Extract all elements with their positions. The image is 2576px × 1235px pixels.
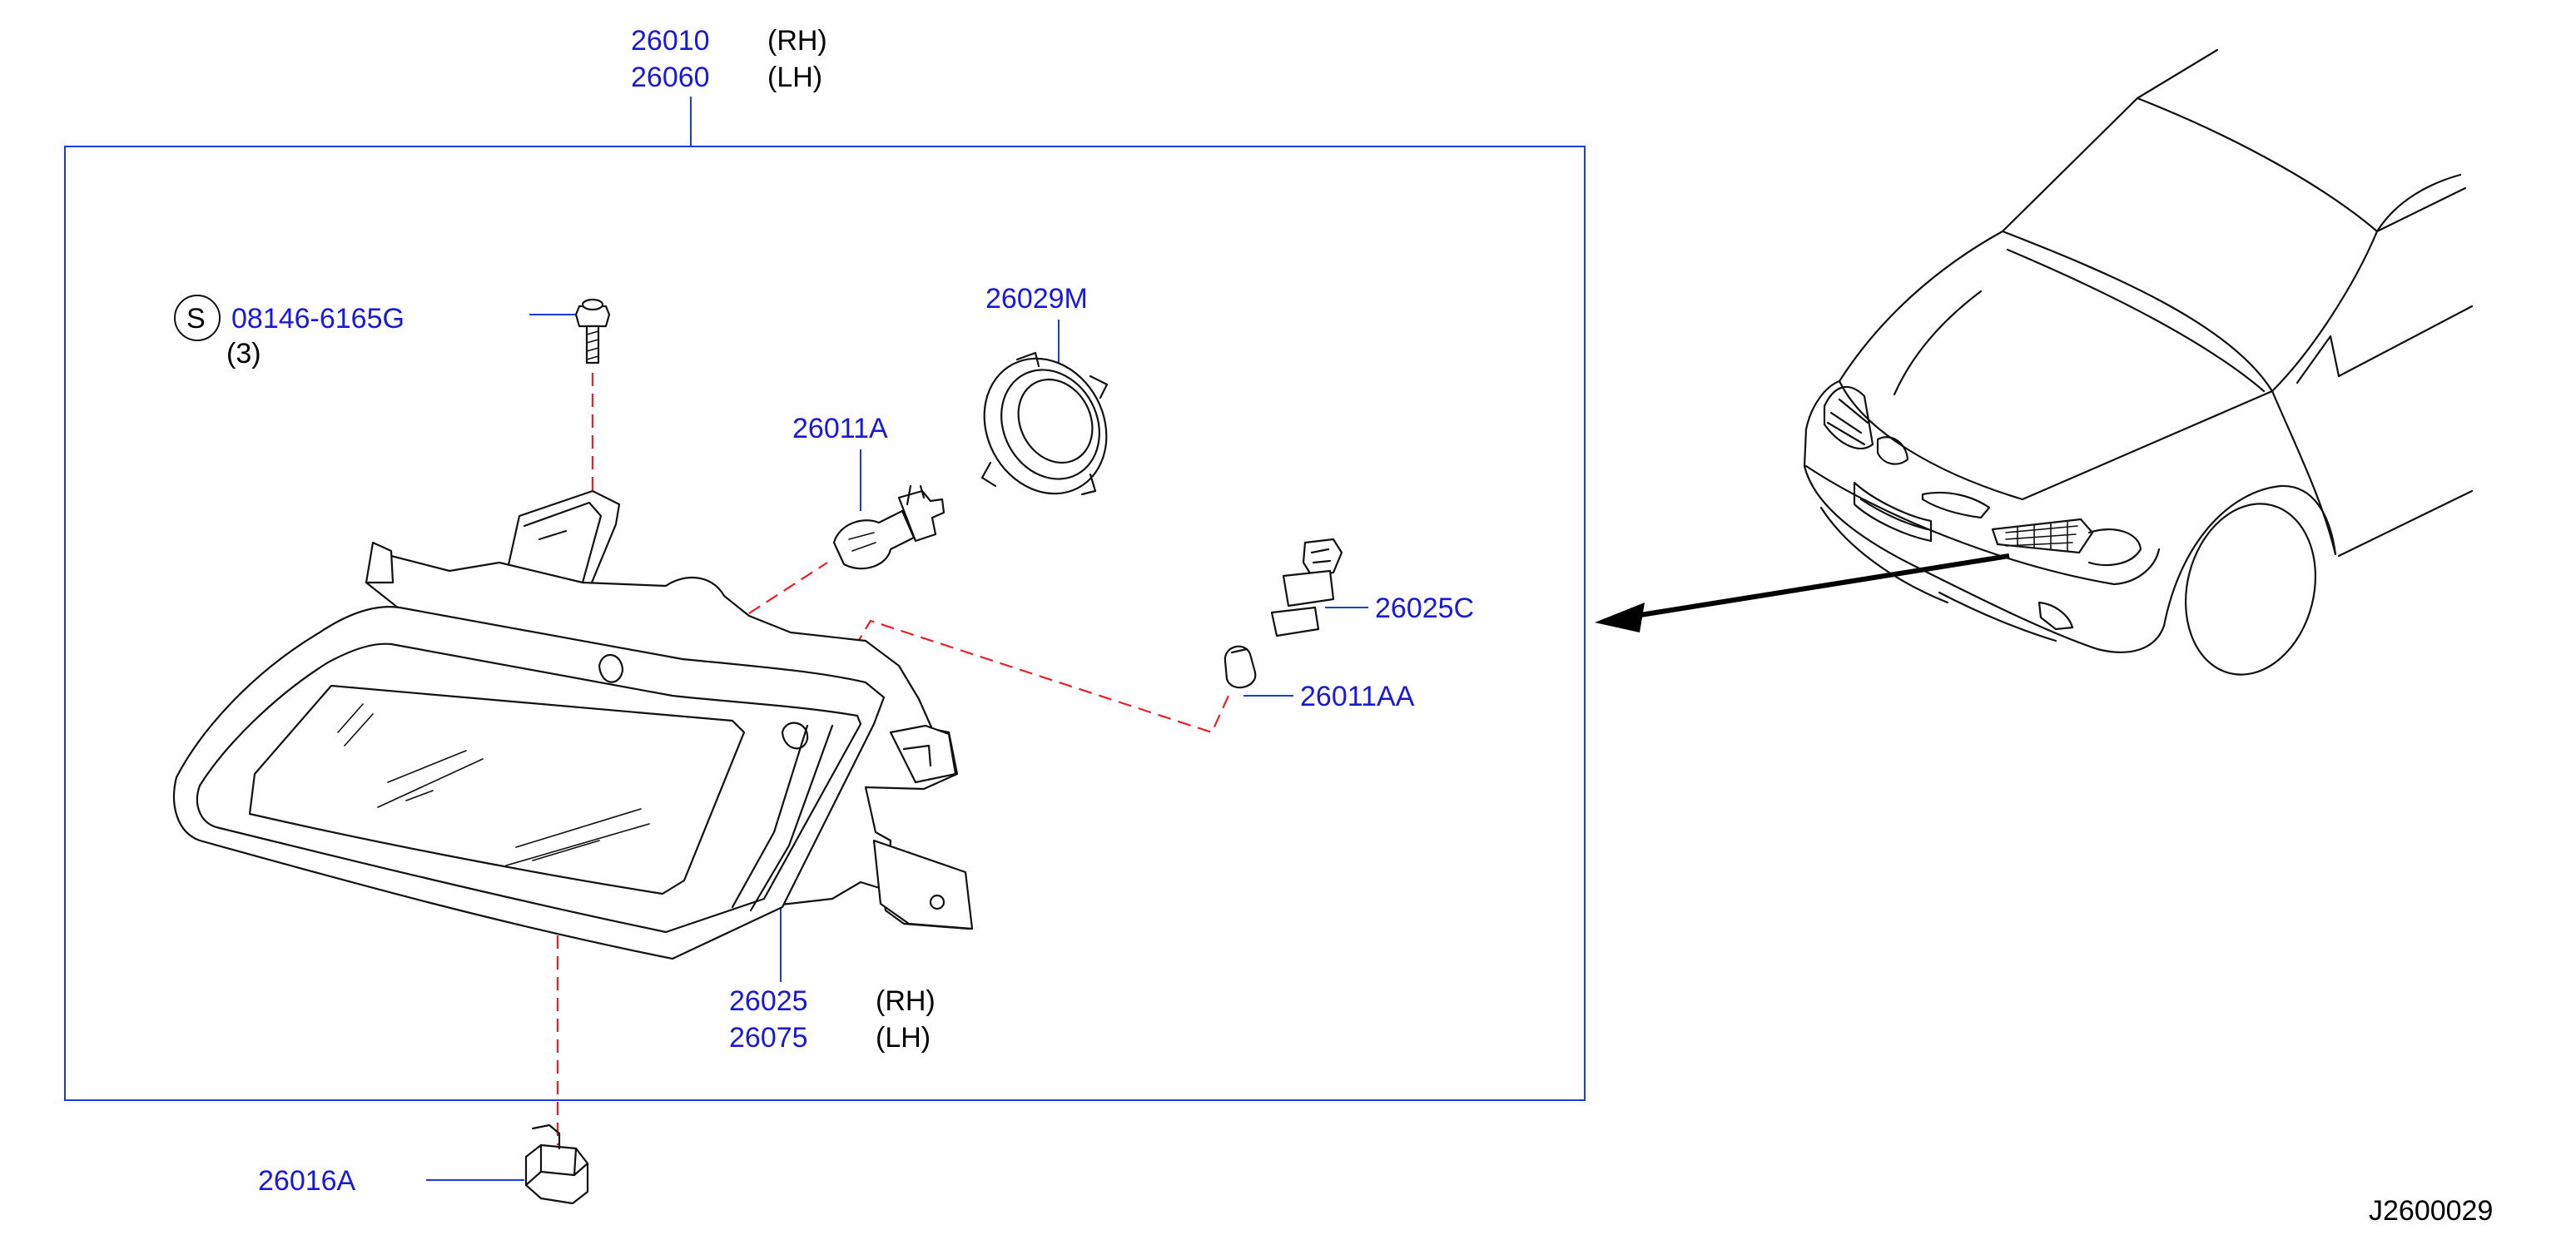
screw-icon[interactable] — [574, 298, 611, 365]
clip-icon[interactable] — [524, 1123, 589, 1205]
side-lamp-part-lh[interactable]: 26075 — [729, 1022, 808, 1054]
vehicle-front-icon — [1803, 48, 2474, 676]
assembly-frame — [64, 146, 1586, 1101]
side-lamp-side-lh: (LH) — [876, 1022, 931, 1054]
standard-part-symbol — [174, 295, 221, 341]
socket-ring-part[interactable]: 26029M — [985, 283, 1088, 315]
location-arrow — [1595, 553, 2010, 632]
reference-code: J2600029 — [2369, 1195, 2493, 1227]
assembly-part-rh[interactable]: 26010 — [631, 25, 710, 57]
main-bulb-part[interactable]: 26011A — [792, 413, 888, 444]
side-bulb-part[interactable]: 26011AA — [1300, 681, 1415, 712]
standard-part-letter: S — [186, 303, 206, 335]
screw-part[interactable]: 08146-6165G — [231, 303, 405, 335]
side-socket-part[interactable]: 26025C — [1375, 593, 1474, 624]
main-bulb-icon[interactable] — [832, 484, 946, 570]
assembly-side-lh: (LH) — [767, 62, 822, 93]
headlamp-assembly-icon[interactable] — [173, 489, 974, 960]
side-socket-icon[interactable] — [1270, 538, 1343, 637]
side-bulb-icon[interactable] — [1223, 645, 1257, 689]
screw-qty: (3) — [226, 338, 261, 370]
socket-ring-icon[interactable] — [961, 337, 1129, 515]
assembly-side-rh: (RH) — [767, 25, 827, 57]
side-lamp-side-rh: (RH) — [876, 985, 936, 1017]
clip-part[interactable]: 26016A — [258, 1165, 356, 1197]
assembly-part-lh[interactable]: 26060 — [631, 62, 710, 93]
side-lamp-part-rh[interactable]: 26025 — [729, 985, 808, 1017]
